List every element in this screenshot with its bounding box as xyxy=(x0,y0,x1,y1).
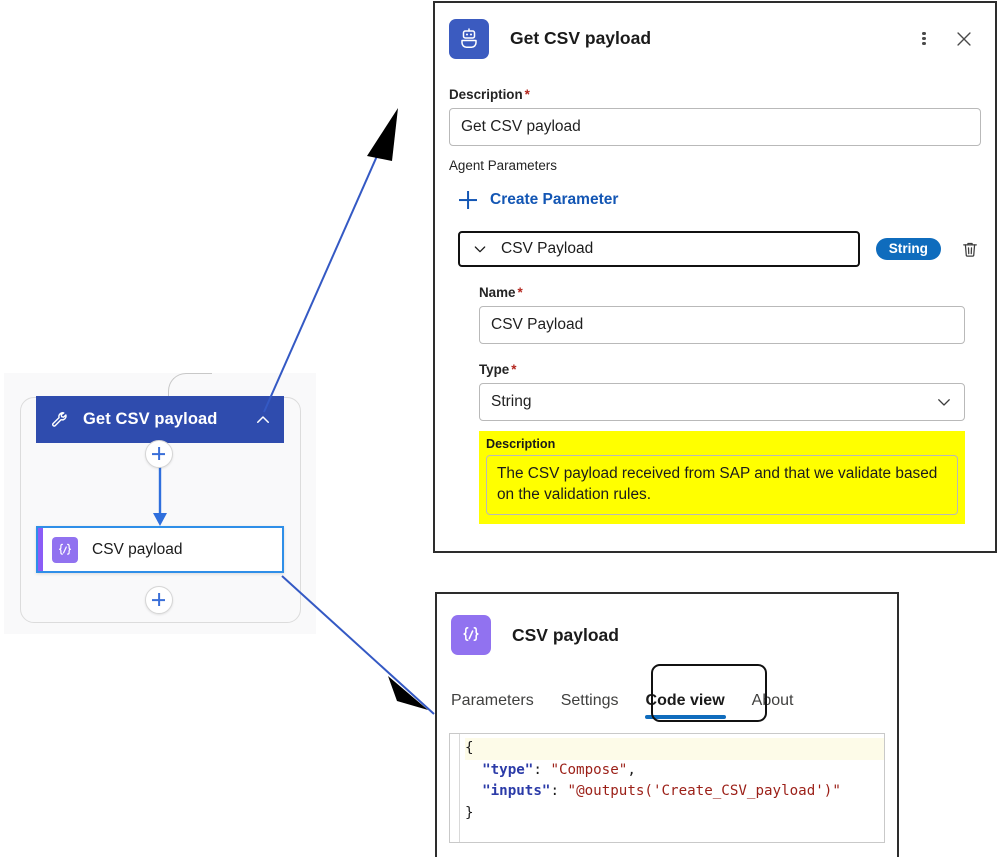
tab-about[interactable]: About xyxy=(751,692,794,709)
chevron-down-icon xyxy=(474,246,486,253)
code-gutter xyxy=(450,734,460,842)
parameter-description-label: Description xyxy=(486,437,556,451)
code-line: "type": "Compose", xyxy=(482,761,636,778)
add-step-bottom-button[interactable] xyxy=(145,586,173,614)
parameter-type-badge: String xyxy=(875,238,941,260)
agent-parameters-label: Agent Parameters xyxy=(449,158,557,173)
flow-node-csv-payload[interactable]: CSV payload xyxy=(36,526,284,573)
parameter-name-input[interactable]: CSV Payload xyxy=(479,306,965,344)
node-accent-bar xyxy=(38,528,43,571)
scope-loop-connector xyxy=(168,373,212,409)
required-marker: * xyxy=(517,285,523,300)
type-label: Type* xyxy=(479,362,517,377)
parameter-type-value: String xyxy=(491,393,532,410)
chevron-down-icon xyxy=(938,399,950,406)
code-view-editor[interactable]: { "type": "Compose", "inputs": "@outputs… xyxy=(449,733,885,843)
description-input[interactable]: Get CSV payload xyxy=(449,108,981,146)
parameter-type-select[interactable]: String xyxy=(479,383,965,421)
parameter-description-highlight: Description The CSV payload received fro… xyxy=(479,431,965,524)
parameter-description-textarea[interactable]: The CSV payload received from SAP and th… xyxy=(486,455,958,515)
panel-title: Get CSV payload xyxy=(510,28,652,48)
tab-bar: Parameters Settings Code view About xyxy=(451,664,897,722)
tab-code-view[interactable]: Code view xyxy=(644,692,726,722)
code-content: { "type": "Compose", "inputs": "@outputs… xyxy=(450,734,884,824)
compose-action-panel: CSV payload Parameters Settings Code vie… xyxy=(435,592,899,857)
parameter-row: CSV Payload String xyxy=(458,231,981,267)
plus-icon xyxy=(458,190,478,210)
wrench-icon xyxy=(52,411,67,427)
flow-node-title: Get CSV payload xyxy=(83,410,218,428)
code-line: "inputs": "@outputs('Create_CSV_payload'… xyxy=(482,783,841,800)
arrow-to-agent-panel xyxy=(263,108,398,413)
panel-header: Get CSV payload xyxy=(435,3,995,61)
code-line: { xyxy=(465,738,884,760)
agent-parameter-panel: Get CSV payload Description* Get CSV pay… xyxy=(433,1,997,553)
compose-panel-header: CSV payload xyxy=(437,594,897,655)
flow-node-title: CSV payload xyxy=(92,540,183,558)
chevron-up-icon[interactable] xyxy=(254,411,272,429)
parameter-collapse-toggle[interactable]: CSV Payload xyxy=(458,231,860,267)
name-label: Name* xyxy=(479,285,523,300)
tab-settings[interactable]: Settings xyxy=(560,692,619,709)
required-marker: * xyxy=(524,87,530,102)
close-icon[interactable] xyxy=(949,24,979,54)
compose-braces-icon xyxy=(451,615,491,655)
required-marker: * xyxy=(511,362,517,377)
compose-braces-icon xyxy=(52,536,78,563)
more-vertical-icon[interactable] xyxy=(909,24,939,54)
description-label: Description* xyxy=(449,87,530,102)
add-step-top-button[interactable] xyxy=(145,440,173,468)
flow-node-get-csv-payload[interactable]: Get CSV payload xyxy=(36,396,284,443)
create-parameter-label: Create Parameter xyxy=(490,191,619,208)
parameter-detail: Name* CSV Payload Type* String Descripti… xyxy=(479,285,981,524)
bot-icon xyxy=(449,18,489,59)
create-parameter-button[interactable]: Create Parameter xyxy=(458,190,618,210)
parameter-name-header: CSV Payload xyxy=(501,240,594,257)
trash-icon[interactable] xyxy=(959,237,981,261)
compose-panel-title: CSV payload xyxy=(512,624,619,645)
code-line: } xyxy=(465,804,474,821)
tab-parameters[interactable]: Parameters xyxy=(451,692,534,709)
